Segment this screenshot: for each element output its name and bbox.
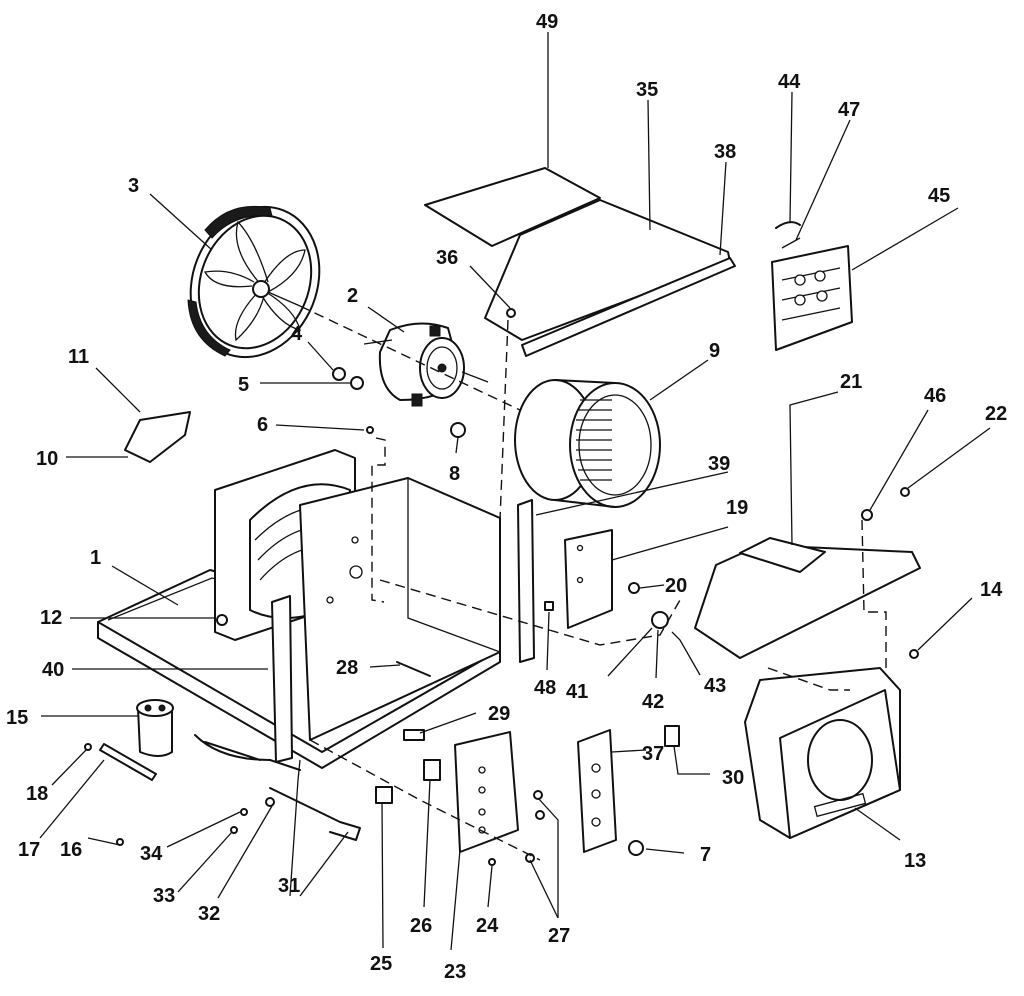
callout-28: 28 — [336, 657, 358, 679]
callout-26: 26 — [410, 915, 432, 937]
blower-wheel — [514, 379, 661, 508]
callout-17: 17 — [18, 839, 40, 861]
callout-46: 46 — [924, 385, 946, 407]
capacitor-strap — [99, 743, 157, 781]
callout-39: 39 — [708, 453, 730, 475]
callout-30: 30 — [722, 767, 744, 789]
callout-2: 2 — [347, 285, 358, 307]
callout-49: 49 — [536, 11, 558, 33]
callout-23: 23 — [444, 961, 466, 983]
callout-11: 11 — [68, 346, 89, 368]
callout-38: 38 — [714, 141, 736, 163]
seal-strip — [517, 499, 535, 663]
callout-1: 1 — [90, 547, 101, 569]
callout-43: 43 — [704, 675, 726, 697]
callout-21: 21 — [840, 371, 862, 393]
callout-32: 32 — [198, 903, 220, 925]
callout-31: 31 — [278, 875, 300, 897]
wiring-harness — [194, 734, 361, 841]
callout-13: 13 — [904, 850, 926, 872]
callout-9: 9 — [709, 340, 720, 362]
callout-27: 27 — [548, 925, 570, 947]
control-plate — [454, 731, 519, 853]
callout-40: 40 — [42, 659, 64, 681]
callout-33: 33 — [153, 885, 175, 907]
callout-35: 35 — [636, 79, 658, 101]
callout-labels: 1 2 3 4 5 6 7 8 9 10 11 12 13 14 15 16 1… — [6, 11, 1007, 983]
discharge-panel — [694, 537, 921, 659]
callout-10: 10 — [36, 448, 58, 470]
callout-42: 42 — [642, 691, 664, 713]
mounting-plate — [564, 529, 613, 629]
leader-lines — [39, 32, 991, 951]
callout-8: 8 — [449, 463, 460, 485]
callout-25: 25 — [370, 953, 392, 975]
callout-36: 36 — [436, 247, 458, 269]
callout-6: 6 — [257, 414, 268, 436]
callout-5: 5 — [238, 374, 249, 396]
corner-post — [271, 595, 293, 763]
callout-44: 44 — [778, 71, 801, 93]
callout-22: 22 — [985, 403, 1007, 425]
callout-47: 47 — [838, 99, 860, 121]
blower-housing — [744, 667, 901, 839]
callout-15: 15 — [6, 707, 28, 729]
callout-24: 24 — [476, 915, 499, 937]
control-bracket — [771, 221, 853, 351]
fan-blade — [187, 205, 321, 359]
callout-4: 4 — [291, 323, 303, 345]
callout-48: 48 — [534, 677, 556, 699]
callout-41: 41 — [566, 681, 588, 703]
top-cover — [424, 167, 736, 357]
hardware — [84, 308, 919, 866]
callout-12: 12 — [40, 607, 62, 629]
partition-panel — [299, 477, 501, 741]
callout-29: 29 — [488, 703, 510, 725]
callout-3: 3 — [128, 175, 139, 197]
capacitor — [136, 699, 174, 757]
callout-14: 14 — [980, 579, 1003, 601]
callout-20: 20 — [665, 575, 687, 597]
fan-motor — [363, 322, 489, 407]
callout-7: 7 — [700, 844, 711, 866]
callout-45: 45 — [928, 185, 950, 207]
callout-34: 34 — [140, 843, 163, 865]
callout-19: 19 — [726, 497, 748, 519]
assembly-lines — [299, 305, 887, 861]
callout-37: 37 — [642, 743, 664, 765]
callout-16: 16 — [60, 839, 82, 861]
switch-plate — [577, 729, 617, 853]
callout-18: 18 — [26, 783, 48, 805]
